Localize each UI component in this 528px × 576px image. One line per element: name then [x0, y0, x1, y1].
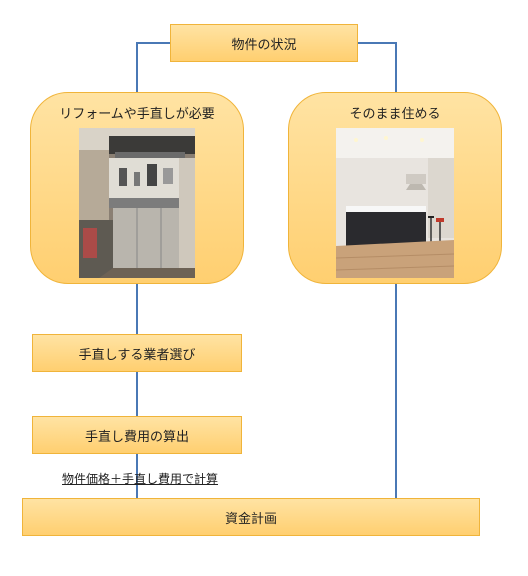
needs-renovation-title: リフォームや手直しが必要 — [59, 107, 215, 122]
new-kitchen-photo — [336, 128, 454, 278]
repair-cost-estimate-label: 手直し費用の算出 — [84, 429, 189, 445]
needs-renovation-panel: リフォームや手直しが必要 — [30, 92, 244, 284]
connector-right-vertical-top — [395, 42, 397, 94]
move-in-ready-title: そのまま住める — [349, 107, 441, 122]
repair-cost-estimate-box: 手直し費用の算出 — [32, 416, 242, 454]
connector-top-horizontal-right — [356, 42, 396, 44]
property-status-label: 物件の状況 — [231, 37, 297, 53]
calculation-note: 物件価格＋手直し費用で計算 — [62, 472, 219, 486]
connector-left-vertical-top — [136, 42, 138, 94]
property-status-box: 物件の状況 — [170, 24, 358, 62]
old-kitchen-photo — [79, 128, 195, 278]
funding-plan-label: 資金計画 — [224, 511, 277, 527]
connector-top-horizontal-left — [136, 42, 172, 44]
connector-left-vertical-bottom — [136, 284, 138, 500]
connector-right-vertical-bottom — [395, 284, 397, 500]
funding-plan-box: 資金計画 — [22, 498, 480, 536]
choose-contractor-label: 手直しする業者選び — [78, 347, 196, 363]
move-in-ready-panel: そのまま住める — [288, 92, 502, 284]
choose-contractor-box: 手直しする業者選び — [32, 334, 242, 372]
